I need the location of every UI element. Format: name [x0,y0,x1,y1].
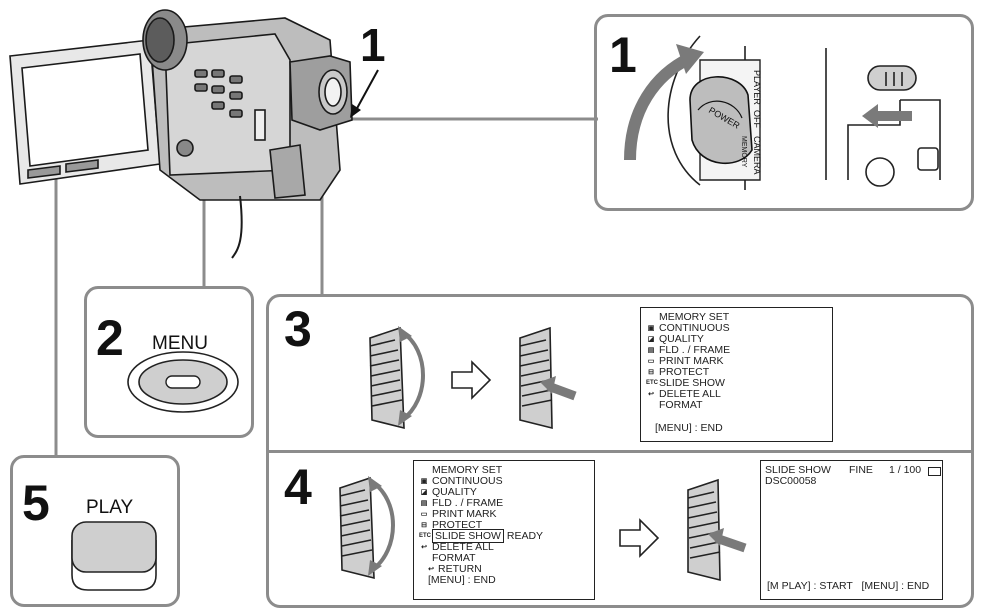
menu-item-fld-frame: ▤FLD . / FRAME [647,344,731,356]
step5-number: 5 [22,475,50,531]
step1-callout-number: 1 [360,19,386,71]
control-dial-rotate-4 [339,476,395,580]
fld-frame-icon: ▤ [647,347,655,354]
return-icon: ↩ [648,391,654,398]
image-counter: 1 / 100 [889,464,922,476]
menu-item-return: ↩RETURN [418,564,594,575]
protect-icon: ⊟ [421,522,427,529]
control-dial-rotate-3 [369,326,425,430]
start-hint: [M PLAY] : START [767,580,853,592]
rotate-arrow-icon [676,44,704,74]
switch-camera-label: CAMERA [752,136,762,175]
menu-button-label: MENU [152,333,208,354]
menu-screen-step4: MEMORY SET ▣CONTINUOUS ◪QUALITY ▤FLD . /… [413,460,595,600]
menu-item-print-mark: ▭PRINT MARK [420,508,497,520]
press-arrow-icon-3 [540,376,556,394]
step3-number: 3 [284,301,312,357]
menu-item-fld-frame: ▤FLD . / FRAME [420,497,504,509]
file-name: DSC00058 [765,475,817,487]
control-dial-press-3 [519,326,577,430]
step1-number: 1 [609,27,637,83]
menu-item-continuous: ▣CONTINUOUS [420,475,503,487]
switch-player-label: PLAYER [752,70,762,105]
menu-item-delete-all: ↩DELETE ALL [645,389,832,400]
switch-off-label: OFF [752,110,762,128]
end-hint: [MENU] : END [861,580,930,592]
menu-item-quality: ◪QUALITY [420,486,477,498]
menu-screen-step3: MEMORY SET ▣CONTINUOUS ◪QUALITY ▤FLD . /… [640,307,833,442]
etc-icon: ETC [646,380,658,386]
ready-status: READY [506,530,544,542]
steps-3-4-panel [266,294,974,608]
switch-memory-label: MEMORY [740,136,747,168]
lock-slide-illustration [825,48,941,187]
memory-card-icon [928,467,941,476]
menu-item-format: FORMAT [432,552,476,564]
menu-item-delete-all: ↩DELETE ALL [418,542,594,553]
return-icon: ↩ [421,544,427,551]
continuous-icon: ▣ [647,325,655,332]
menu-title: MEMORY SET [432,464,503,476]
camcorder-illustration [9,9,353,259]
quality-fine: FINE [849,464,873,476]
menu-title: MEMORY SET [659,311,730,323]
next-arrow-icon-3 [451,360,492,400]
menu-item-protect: ⊟PROTECT [645,367,832,378]
menu-item-format: FORMAT [659,399,703,411]
steps-divider [268,450,972,453]
menu-end-hint: [MENU] : END [655,422,723,434]
print-mark-icon: ▭ [647,358,655,365]
menu-item-protect: ⊟PROTECT [418,520,594,531]
etc-icon: ETC [419,533,431,539]
press-arrow-icon-4 [708,528,724,546]
continuous-icon: ▣ [420,478,428,485]
menu-item-print-mark: ▭PRINT MARK [647,355,724,367]
fld-frame-icon: ▤ [420,500,428,507]
slide-left-arrow-icon [862,104,878,128]
menu-item-quality: ◪QUALITY [647,333,704,345]
step4-number: 4 [284,459,312,515]
slideshow-screen: SLIDE SHOW FINE 1 / 100 DSC00058 [M PLAY… [760,460,943,600]
power-switch-illustration: PLAYER POWER OFF CAMERA MEMORY [624,35,762,190]
print-mark-icon: ▭ [420,511,428,518]
play-button-label: PLAY [86,497,134,518]
protect-icon: ⊟ [648,369,654,376]
next-arrow-icon-4 [619,518,660,558]
control-dial-press-4 [687,478,747,582]
quality-icon: ◪ [647,336,655,343]
step2-number: 2 [96,310,124,366]
menu-item-continuous: ▣CONTINUOUS [647,322,730,334]
step1-panel [594,14,974,211]
quality-icon: ◪ [420,489,428,496]
return-icon: ↩ [428,566,434,573]
menu-end-hint: [MENU] : END [428,574,496,586]
slideshow-title: SLIDE SHOW [765,464,831,476]
